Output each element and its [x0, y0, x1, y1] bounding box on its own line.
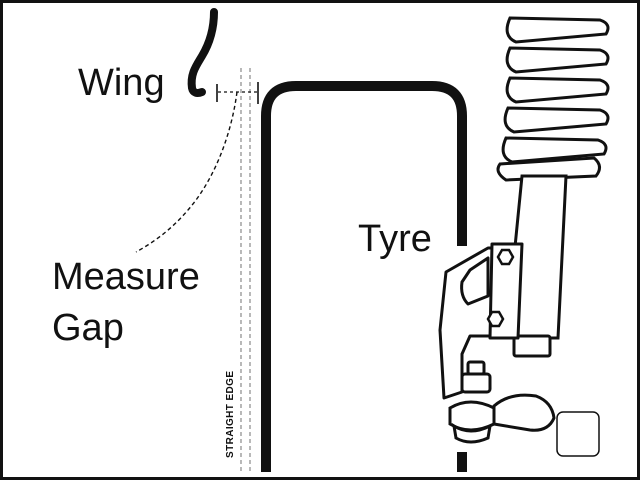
straight-edge: [240, 68, 251, 472]
ball-joint-boot: [460, 372, 492, 394]
spring-coil-3: [505, 76, 610, 104]
panel-outline-icon: [556, 411, 600, 457]
upper-bolt-icon: [496, 248, 515, 266]
ball-joint: [448, 360, 496, 444]
lower-bolt-icon: [486, 310, 505, 328]
strut-bottom-cap: [512, 334, 552, 358]
gap-measurement-marker: [216, 82, 259, 104]
spring-coil-4: [503, 106, 610, 134]
tyre-label: Tyre: [358, 218, 432, 260]
tyre-outline: [261, 81, 467, 472]
ball-joint-nut: [466, 360, 486, 376]
measure-pointer-line: [135, 91, 238, 253]
measure-label: Measure: [52, 256, 200, 298]
straight-edge-label: STRAIGHT EDGE: [225, 371, 236, 458]
wing-edge: [187, 8, 218, 97]
track-rod-arm: [492, 393, 556, 432]
ball-joint-base: [451, 422, 492, 444]
wing-label: Wing: [78, 62, 165, 104]
spring-coil-1: [505, 16, 610, 44]
spring-coil-2: [505, 46, 610, 74]
spring-coil-5: [501, 136, 608, 164]
gap-label: Gap: [52, 307, 124, 349]
knuckle-inner-plate: [460, 256, 490, 306]
